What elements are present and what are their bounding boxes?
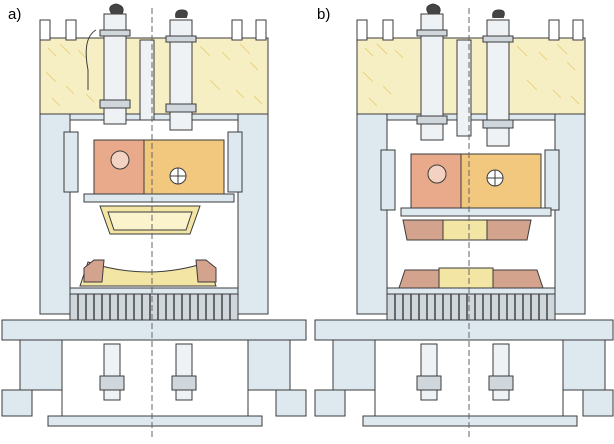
- panel-label-b: b): [317, 6, 331, 23]
- top-bolt: [65, 19, 77, 41]
- heating-grid: [77, 294, 231, 320]
- base-foot: [247, 339, 291, 391]
- side-cylinder: [486, 19, 510, 147]
- lower-cylinder-bay: [61, 339, 249, 417]
- press-panel-a: a): [1, 3, 307, 440]
- guide-rod: [139, 39, 155, 121]
- heating-plate: [69, 293, 239, 321]
- right-side-plate: [544, 149, 560, 211]
- ejector-cylinder: [420, 343, 438, 401]
- bolster: [69, 287, 239, 295]
- right-side-plate: [227, 131, 243, 193]
- insulation-hatching: [45, 43, 263, 107]
- top-bolt: [572, 19, 584, 41]
- bore: [427, 164, 447, 184]
- base-foot: [332, 339, 376, 391]
- top-bolt: [231, 19, 243, 41]
- floor-plate: [362, 415, 578, 427]
- top-bolt: [255, 19, 267, 41]
- right-column: [554, 113, 586, 315]
- base-frame: [1, 319, 307, 341]
- ejector-cylinder: [103, 343, 121, 401]
- left-side-plate: [380, 149, 396, 211]
- floor-plate: [47, 415, 263, 427]
- side-cylinder: [169, 19, 193, 131]
- top-bolt: [548, 19, 560, 41]
- left-side-plate: [63, 131, 79, 193]
- heating-grid: [394, 294, 548, 320]
- base-foot: [562, 339, 606, 391]
- heating-plate: [386, 293, 556, 321]
- ram-plate: [83, 193, 235, 203]
- press-panel-b: b): [307, 0, 614, 444]
- top-bolt: [382, 19, 394, 41]
- top-bolt: [356, 19, 368, 41]
- base-foot: [19, 339, 63, 391]
- hot-box: [143, 139, 225, 195]
- ejector-cylinder: [175, 343, 193, 401]
- top-bolt: [39, 19, 51, 41]
- ram-plate: [400, 207, 552, 217]
- base-frame: [314, 319, 614, 341]
- left-column: [356, 113, 388, 315]
- bore: [110, 150, 130, 170]
- insulation-hatching: [362, 43, 580, 107]
- bolster: [386, 287, 556, 295]
- press-drawing-open: [1, 3, 307, 440]
- guide-rod: [456, 39, 472, 137]
- press-drawing-closed: [314, 3, 614, 440]
- ejector-cylinder: [492, 343, 510, 401]
- right-column: [237, 113, 269, 315]
- panel-label-a: a): [8, 6, 22, 23]
